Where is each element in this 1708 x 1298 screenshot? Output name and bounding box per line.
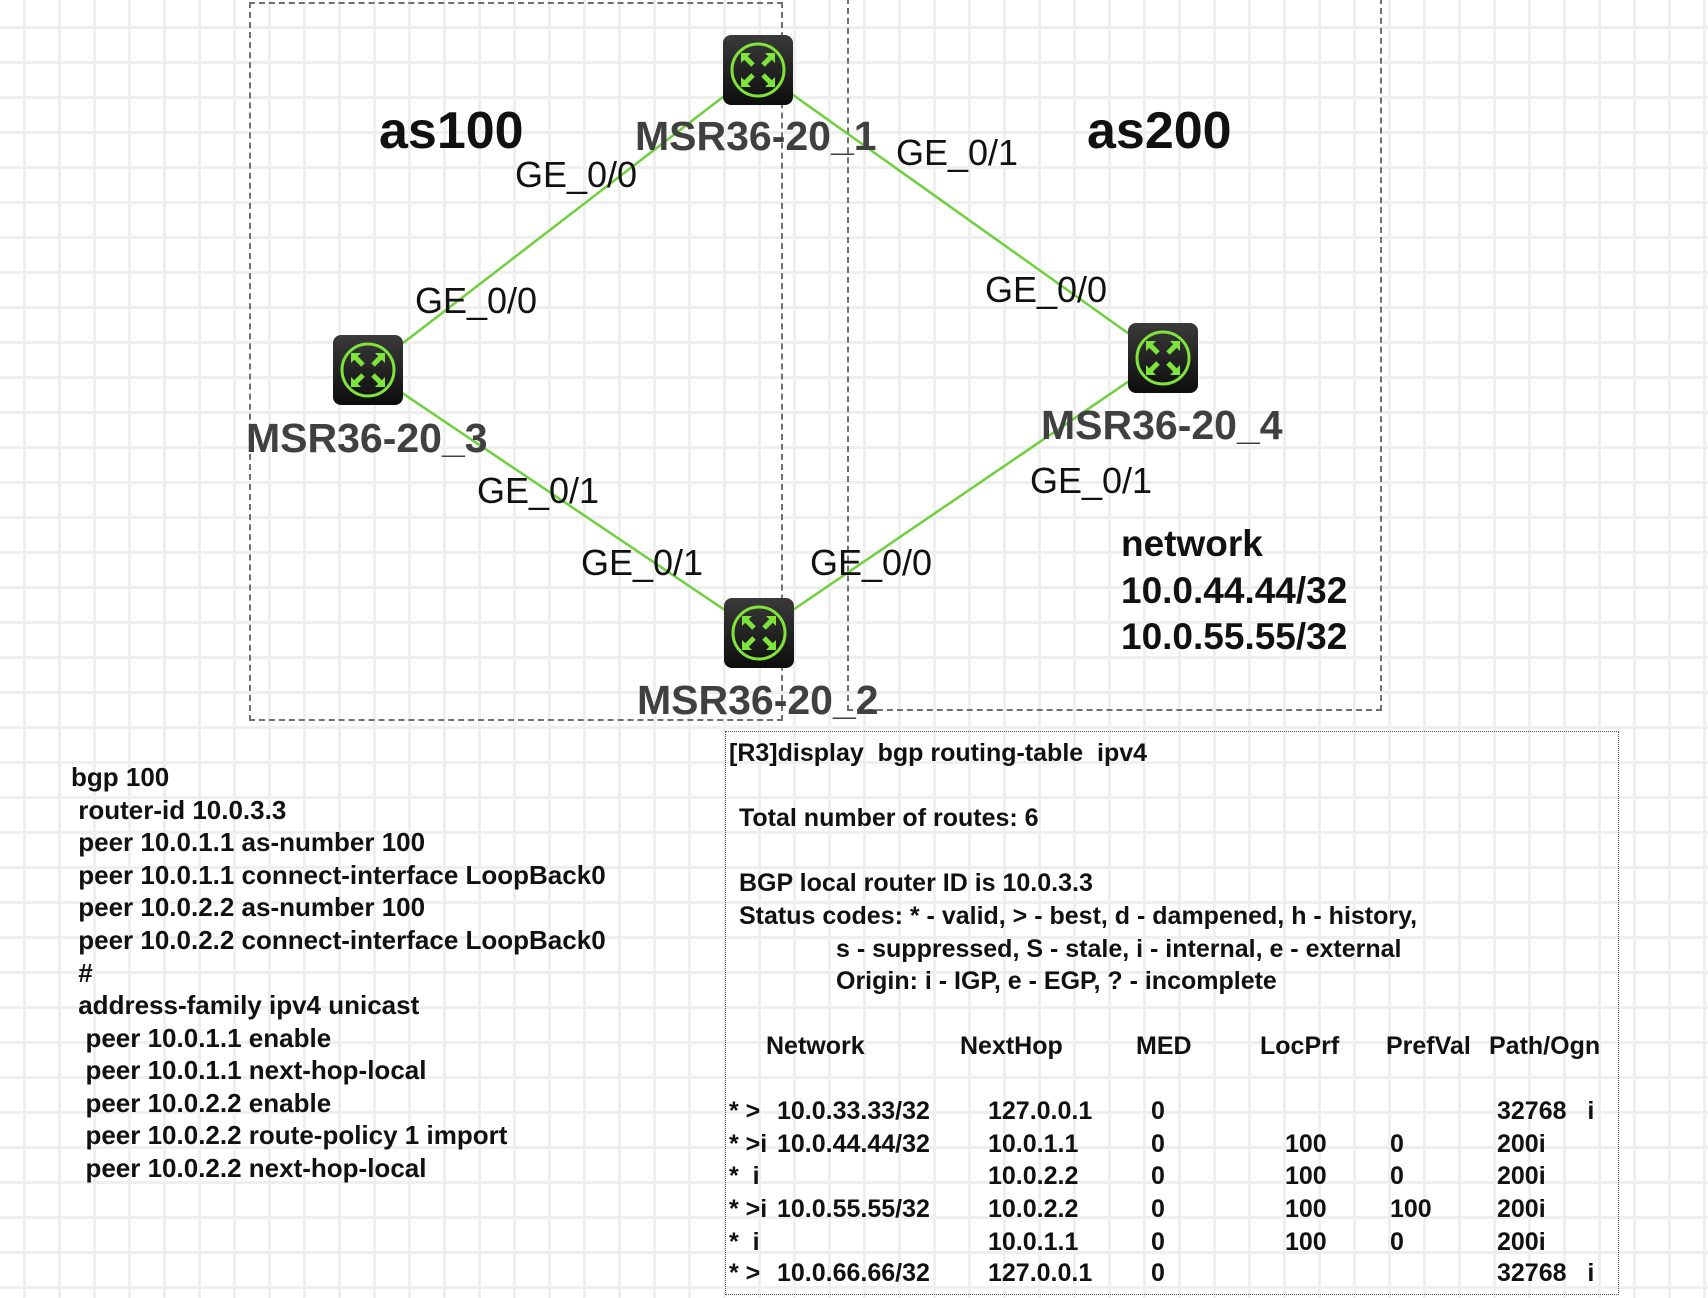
interface-label: GE_0/1	[896, 132, 1019, 173]
interface-label: GE_0/0	[810, 542, 933, 583]
bgp-routing-table-output	[725, 731, 1619, 1295]
column-header-med: MED	[1136, 1032, 1192, 1060]
route-prefval: 100	[1390, 1195, 1432, 1223]
route-network: 10.0.33.33/32	[777, 1097, 930, 1125]
route-path: 32768 i	[1497, 1259, 1595, 1287]
route-flags: * i	[729, 1162, 760, 1190]
router-r1-label: MSR36-20_1	[635, 113, 877, 159]
router-r4-icon[interactable]	[1128, 323, 1198, 393]
link-r1-r4	[757, 68, 1164, 360]
route-med: 0	[1151, 1195, 1165, 1223]
route-med: 0	[1151, 1228, 1165, 1256]
interface-label: GE_0/0	[415, 280, 538, 321]
cli-status-codes: Status codes: * - valid, > - best, d - d…	[739, 902, 1418, 930]
config-line: peer 10.0.1.1 next-hop-local	[71, 1055, 427, 1085]
network-note-prefix: 10.0.55.55/32	[1121, 616, 1348, 657]
config-line: peer 10.0.2.2 next-hop-local	[71, 1153, 427, 1183]
cli-status-codes: s - suppressed, S - stale, i - internal,…	[836, 935, 1402, 963]
route-network: 10.0.55.55/32	[777, 1195, 930, 1223]
route-nexthop: 127.0.0.1	[988, 1097, 1093, 1125]
route-network: 10.0.44.44/32	[777, 1130, 930, 1158]
route-flags: * >i	[729, 1195, 768, 1223]
link-r1-r3	[367, 69, 759, 371]
config-line: peer 10.0.2.2 enable	[71, 1088, 332, 1118]
route-flags: * i	[729, 1228, 760, 1256]
route-path: 200i	[1497, 1195, 1546, 1223]
interface-label: GE_0/1	[1030, 460, 1153, 501]
config-line: peer 10.0.2.2 connect-interface LoopBack…	[71, 925, 606, 955]
route-flags: * >	[729, 1097, 761, 1125]
route-prefval: 0	[1390, 1228, 1404, 1256]
cli-origin-codes: Origin: i - IGP, e - EGP, ? - incomplete	[836, 967, 1277, 995]
cli-command: [R3]display bgp routing-table ipv4	[729, 739, 1148, 767]
as200-label: as200	[1087, 102, 1232, 160]
config-line: peer 10.0.2.2 route-policy 1 import	[71, 1120, 508, 1150]
router-r2-label: MSR36-20_2	[637, 677, 879, 723]
interface-label: GE_0/0	[985, 269, 1108, 310]
as100-boundary	[249, 2, 783, 721]
route-locprf: 100	[1285, 1162, 1327, 1190]
interface-label: GE_0/1	[477, 470, 600, 511]
route-flags: * >i	[729, 1130, 768, 1158]
route-path: 32768 i	[1497, 1097, 1595, 1125]
config-line: #	[71, 958, 93, 988]
as100-label: as100	[379, 102, 524, 160]
config-line: peer 10.0.1.1 enable	[71, 1023, 332, 1053]
route-nexthop: 10.0.1.1	[988, 1130, 1079, 1158]
column-header-locprf: LocPrf	[1260, 1032, 1340, 1060]
route-nexthop: 10.0.2.2	[988, 1195, 1079, 1223]
topology-links	[367, 68, 1164, 635]
route-med: 0	[1151, 1130, 1165, 1158]
cli-total-routes: Total number of routes: 6	[739, 804, 1039, 832]
network-note-prefix: 10.0.44.44/32	[1121, 570, 1348, 611]
route-path: 200i	[1497, 1162, 1546, 1190]
router-r3-label: MSR36-20_3	[246, 415, 488, 461]
route-med: 0	[1151, 1259, 1165, 1287]
router-r4-label: MSR36-20_4	[1041, 402, 1283, 448]
route-nexthop: 10.0.1.1	[988, 1228, 1079, 1256]
link-r3-r2	[367, 368, 760, 635]
route-nexthop: 10.0.2.2	[988, 1162, 1079, 1190]
route-med: 0	[1151, 1162, 1165, 1190]
route-path: 200i	[1497, 1130, 1546, 1158]
config-line: peer 10.0.1.1 as-number 100	[71, 827, 426, 857]
route-locprf: 100	[1285, 1195, 1327, 1223]
as200-boundary	[847, 0, 1382, 711]
route-med: 0	[1151, 1097, 1165, 1125]
route-network: 10.0.66.66/32	[777, 1259, 930, 1287]
link-r4-r2	[758, 356, 1164, 635]
column-header-network: Network	[766, 1032, 865, 1060]
route-nexthop: 127.0.0.1	[988, 1259, 1093, 1287]
router-r2-icon[interactable]	[724, 598, 794, 668]
route-flags: * >	[729, 1259, 761, 1287]
route-prefval: 0	[1390, 1130, 1404, 1158]
interface-label: GE_0/0	[515, 154, 638, 195]
cli-router-id: BGP local router ID is 10.0.3.3	[739, 869, 1093, 897]
route-locprf: 100	[1285, 1130, 1327, 1158]
network-note-title: network	[1121, 523, 1263, 564]
route-locprf: 100	[1285, 1228, 1327, 1256]
config-line: address-family ipv4 unicast	[71, 990, 420, 1020]
column-header-prefval: PrefVal	[1386, 1032, 1471, 1060]
config-line: peer 10.0.2.2 as-number 100	[71, 892, 426, 922]
config-line: peer 10.0.1.1 connect-interface LoopBack…	[71, 860, 606, 890]
interface-label: GE_0/1	[581, 542, 704, 583]
route-path: 200i	[1497, 1228, 1546, 1256]
column-header-path: Path/Ogn	[1489, 1032, 1601, 1060]
router-r3-icon[interactable]	[333, 335, 403, 405]
router-r1-icon[interactable]	[723, 35, 793, 105]
column-header-nexthop: NextHop	[960, 1032, 1063, 1060]
route-prefval: 0	[1390, 1162, 1404, 1190]
config-line: router-id 10.0.3.3	[71, 795, 287, 825]
config-line: bgp 100	[71, 762, 170, 792]
